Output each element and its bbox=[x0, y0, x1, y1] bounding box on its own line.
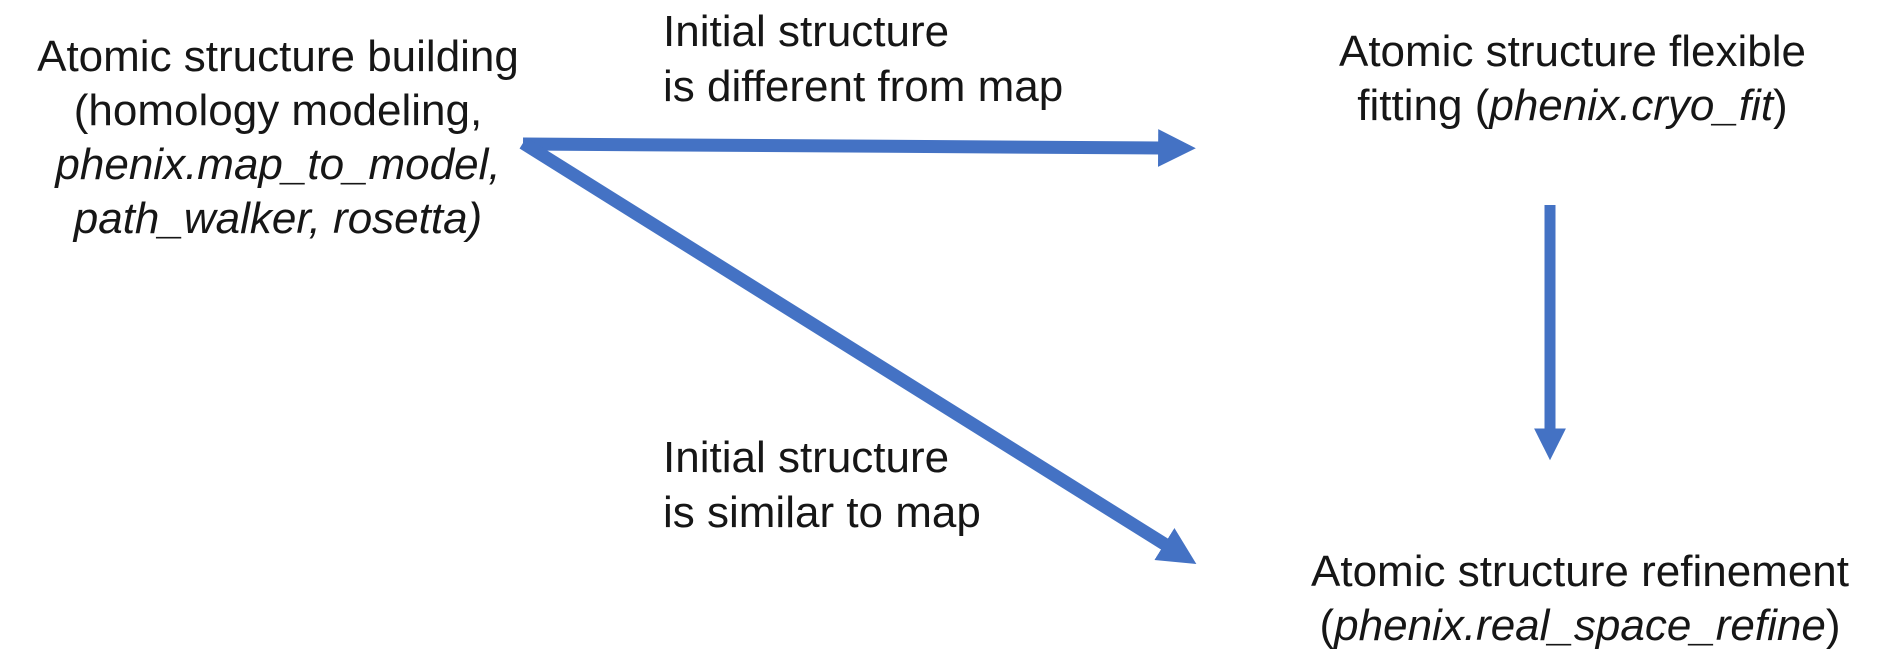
different-line-1: Initial structure bbox=[663, 7, 950, 56]
edge-label-different: Initial structure is different from map bbox=[663, 4, 1063, 114]
edge-label-similar: Initial structure is similar to map bbox=[663, 430, 981, 540]
building-line-2: (homology modeling, bbox=[73, 86, 483, 135]
node-structure-refinement: Atomic structure refinement (phenix.real… bbox=[1280, 545, 1880, 653]
refinement-line-2: (phenix.real_space_refine) bbox=[1319, 601, 1841, 650]
node-flexible-fitting: Atomic structure flexible fitting (pheni… bbox=[1270, 25, 1875, 133]
refinement-line-1: Atomic structure refinement bbox=[1311, 547, 1849, 596]
fitting-line-1: Atomic structure flexible bbox=[1338, 27, 1807, 76]
arrow-building-to-fitting bbox=[522, 129, 1196, 167]
fitting-line-2: fitting (phenix.cryo_fit) bbox=[1357, 81, 1788, 130]
building-line-3: phenix.map_to_model, bbox=[55, 140, 501, 189]
node-structure-building: Atomic structure building (homology mode… bbox=[8, 30, 548, 246]
similar-line-1: Initial structure bbox=[663, 433, 950, 482]
building-line-1: Atomic structure building bbox=[37, 32, 519, 81]
similar-line-2: is similar to map bbox=[663, 488, 981, 537]
arrow-building-to-refinement bbox=[519, 137, 1197, 564]
different-line-2: is different from map bbox=[663, 62, 1064, 111]
building-line-4: path_walker, rosetta) bbox=[73, 194, 483, 243]
